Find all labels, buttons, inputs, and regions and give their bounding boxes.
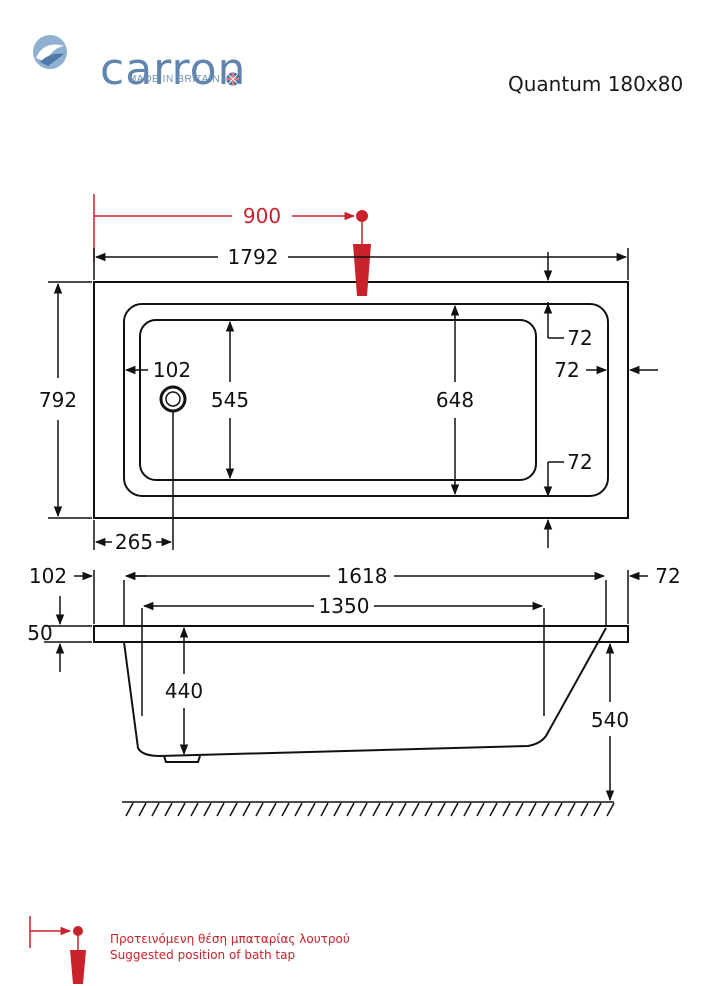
dim-waste-side: 265	[115, 530, 153, 554]
dim-overall-width: 792	[39, 388, 77, 412]
dim-waste-end: 102	[153, 358, 191, 382]
dim-line-overall-length	[93, 248, 629, 280]
dim-bottom-length: 1350	[319, 594, 370, 618]
side-view	[93, 580, 629, 763]
dim-rim-left: 102	[29, 564, 67, 588]
carron-logo: carron MADE IN BRITAIN	[30, 28, 250, 98]
legend-text-english: Suggested position of bath tap	[110, 948, 296, 962]
swirl-logo-icon	[33, 35, 67, 69]
dim-depth: 440	[165, 679, 203, 703]
bath-tap-icon	[353, 244, 371, 296]
plan-view	[93, 281, 629, 519]
dim-rim-right: 72	[655, 564, 680, 588]
dim-rim-bottom: 72	[567, 450, 592, 474]
dim-line-overall-width	[48, 281, 92, 519]
model-title: Quantum 180x80	[508, 72, 684, 96]
dim-line-rim-left	[74, 570, 146, 624]
bath-basin-floor	[139, 319, 537, 481]
dim-top-length: 1618	[337, 564, 388, 588]
bath-rim-profile	[93, 625, 629, 643]
tap-legend-icon	[29, 916, 86, 984]
dim-rim-end: 72	[554, 358, 579, 382]
dim-lines-rim	[543, 252, 658, 548]
waste-outlet-icon	[159, 385, 187, 413]
bath-inner-rim	[123, 303, 609, 497]
dim-inner-width: 648	[436, 388, 474, 412]
bath-body-profile	[123, 627, 607, 758]
brand-tagline: MADE IN BRITAIN	[128, 74, 221, 85]
brand-name: carron	[100, 44, 247, 95]
dim-height: 540	[591, 708, 629, 732]
dim-basin-width: 545	[211, 388, 249, 412]
tap-marker-dot	[356, 210, 368, 222]
legend-text-greek: Προτεινόμενη θέση μπαταρίας λουτρού	[110, 932, 350, 946]
dim-overall-length: 1792	[228, 245, 279, 269]
union-flag-icon	[226, 72, 240, 86]
dim-tap-distance: 900	[243, 204, 281, 228]
dim-line-waste-side	[93, 412, 174, 550]
bath-foot	[163, 755, 201, 763]
dim-rim-top: 72	[567, 326, 592, 350]
dim-line-rim-right	[627, 570, 648, 624]
dim-line-rim-thickness	[44, 596, 92, 672]
dim-rim-thickness: 50	[27, 621, 52, 645]
floor-hatching	[122, 801, 615, 817]
